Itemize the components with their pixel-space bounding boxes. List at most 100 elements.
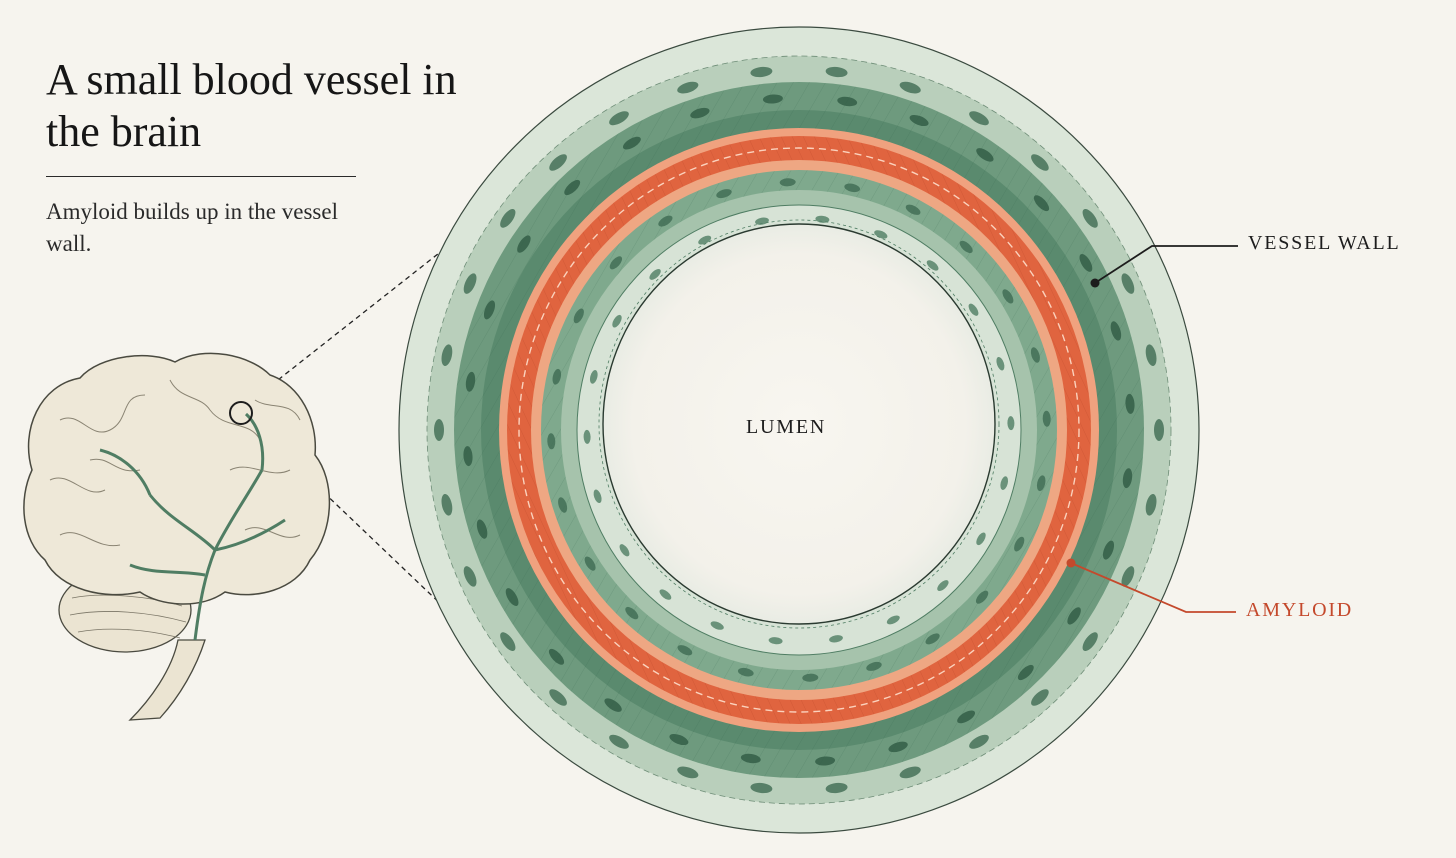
cell-nucleus: [866, 661, 882, 671]
muscle-cell-nuclei: [434, 66, 1164, 794]
cell-nucleus: [1082, 632, 1098, 651]
cell-nucleus: [768, 637, 783, 645]
cell-nucleus: [1031, 154, 1049, 171]
cell-nucleus: [815, 756, 836, 766]
cell-nucleus: [874, 230, 888, 239]
cell-nucleus: [609, 111, 629, 126]
cell-nucleus: [589, 370, 598, 384]
cell-nucleus: [1122, 468, 1133, 489]
cell-nucleus: [483, 300, 496, 320]
cell-nucleus: [837, 96, 858, 107]
cell-nucleus: [925, 633, 940, 645]
cell-nucleus: [677, 766, 699, 779]
cell-nucleus: [500, 632, 516, 651]
cell-nucleus: [622, 136, 641, 150]
cell-nucleus: [612, 314, 622, 328]
amyloid-leader-dot: [1066, 558, 1076, 568]
cell-nucleus: [558, 497, 568, 513]
cell-nucleus: [969, 734, 989, 749]
cell-nucleus: [737, 667, 754, 677]
cell-nucleus: [465, 371, 476, 392]
brain-illustration: [23, 352, 331, 721]
cell-nucleus: [750, 782, 773, 794]
cell-nucleus: [463, 273, 477, 294]
title-divider: [46, 176, 356, 177]
cell-nucleus: [815, 215, 830, 223]
cell-nucleus: [1036, 475, 1046, 492]
cell-nucleus: [899, 81, 921, 94]
cell-nucleus: [1030, 347, 1040, 363]
cell-nucleus: [547, 433, 556, 450]
cell-nucleus: [829, 635, 843, 643]
cell-nucleus: [463, 566, 477, 587]
cell-nucleus: [969, 111, 989, 126]
cell-nucleus: [609, 256, 623, 270]
cell-nucleus: [1125, 393, 1135, 414]
cell-nucleus: [909, 114, 929, 127]
cell-nucleus: [1002, 289, 1014, 304]
cell-nucleus: [1079, 253, 1093, 272]
cell-nucleus: [677, 81, 699, 94]
lumen: [602, 223, 996, 625]
cell-nucleus: [1017, 664, 1034, 681]
vessel-cross-section: [398, 26, 1200, 834]
brain-stem: [128, 639, 206, 721]
cell-nucleus: [583, 429, 591, 444]
cell-nucleus: [604, 698, 622, 712]
cell-nucleus: [463, 446, 473, 467]
cell-nucleus: [886, 615, 900, 625]
cell-nucleus: [1145, 344, 1157, 367]
cell-nucleus: [584, 556, 596, 571]
cell-nucleus: [698, 235, 712, 245]
zoom-spot-circle: [229, 401, 253, 425]
zoom-line-top: [249, 245, 449, 403]
cell-nucleus: [976, 532, 986, 546]
cell-nucleus: [552, 368, 562, 385]
vessel-wall-label: VESSEL WALL: [1248, 232, 1401, 254]
cell-nucleus: [549, 154, 567, 171]
page-subtitle: Amyloid builds up in the vessel wall.: [46, 199, 338, 256]
cell-nucleus: [619, 544, 630, 557]
cell-nucleus: [1067, 607, 1081, 625]
cell-nucleus: [1031, 689, 1049, 706]
cell-nucleus: [779, 178, 796, 187]
vessel-wall-leader-line: [1094, 245, 1238, 284]
cell-nucleus: [1154, 419, 1164, 441]
cell-nucleus: [677, 645, 693, 656]
cell-nucleus: [1110, 321, 1122, 341]
cell-nucleus: [975, 590, 989, 604]
cell-nucleus: [690, 107, 710, 119]
cell-nucleus: [564, 179, 581, 196]
cell-nucleus: [957, 710, 976, 724]
cell-nucleus: [968, 303, 979, 316]
cell-nucleus: [802, 673, 819, 682]
cell-nucleus: [658, 215, 673, 227]
cell-nucleus: [1007, 416, 1015, 431]
cell-nucleus: [710, 621, 724, 630]
cell-nucleus: [825, 782, 848, 794]
cell-nucleus: [548, 648, 565, 665]
cell-nucleus: [888, 741, 908, 753]
cell-nucleus: [996, 356, 1005, 371]
cell-nucleus: [1042, 410, 1051, 427]
cell-nucleus: [750, 66, 773, 78]
cell-nucleus: [1145, 493, 1157, 516]
cell-nucleus: [1082, 209, 1098, 228]
cell-nucleus: [434, 419, 444, 441]
brain-blood-vessels: [99, 412, 286, 641]
page-title: A small blood vessel in the brain: [46, 55, 457, 156]
cell-nucleus: [517, 235, 531, 253]
cell-nucleus: [1033, 195, 1050, 212]
cell-nucleus: [649, 268, 661, 280]
cell-nucleus: [441, 344, 453, 367]
amyloid-label: AMYLOID: [1246, 599, 1354, 621]
cell-nucleus: [926, 260, 939, 271]
cell-nucleus: [500, 209, 516, 228]
cell-nucleus: [976, 148, 994, 162]
vessel-wall-leader-dot: [1090, 278, 1100, 288]
cell-nucleus: [937, 580, 949, 592]
cell-nucleus: [1121, 273, 1135, 294]
cell-nucleus: [825, 66, 848, 78]
cell-nucleus: [573, 308, 584, 324]
